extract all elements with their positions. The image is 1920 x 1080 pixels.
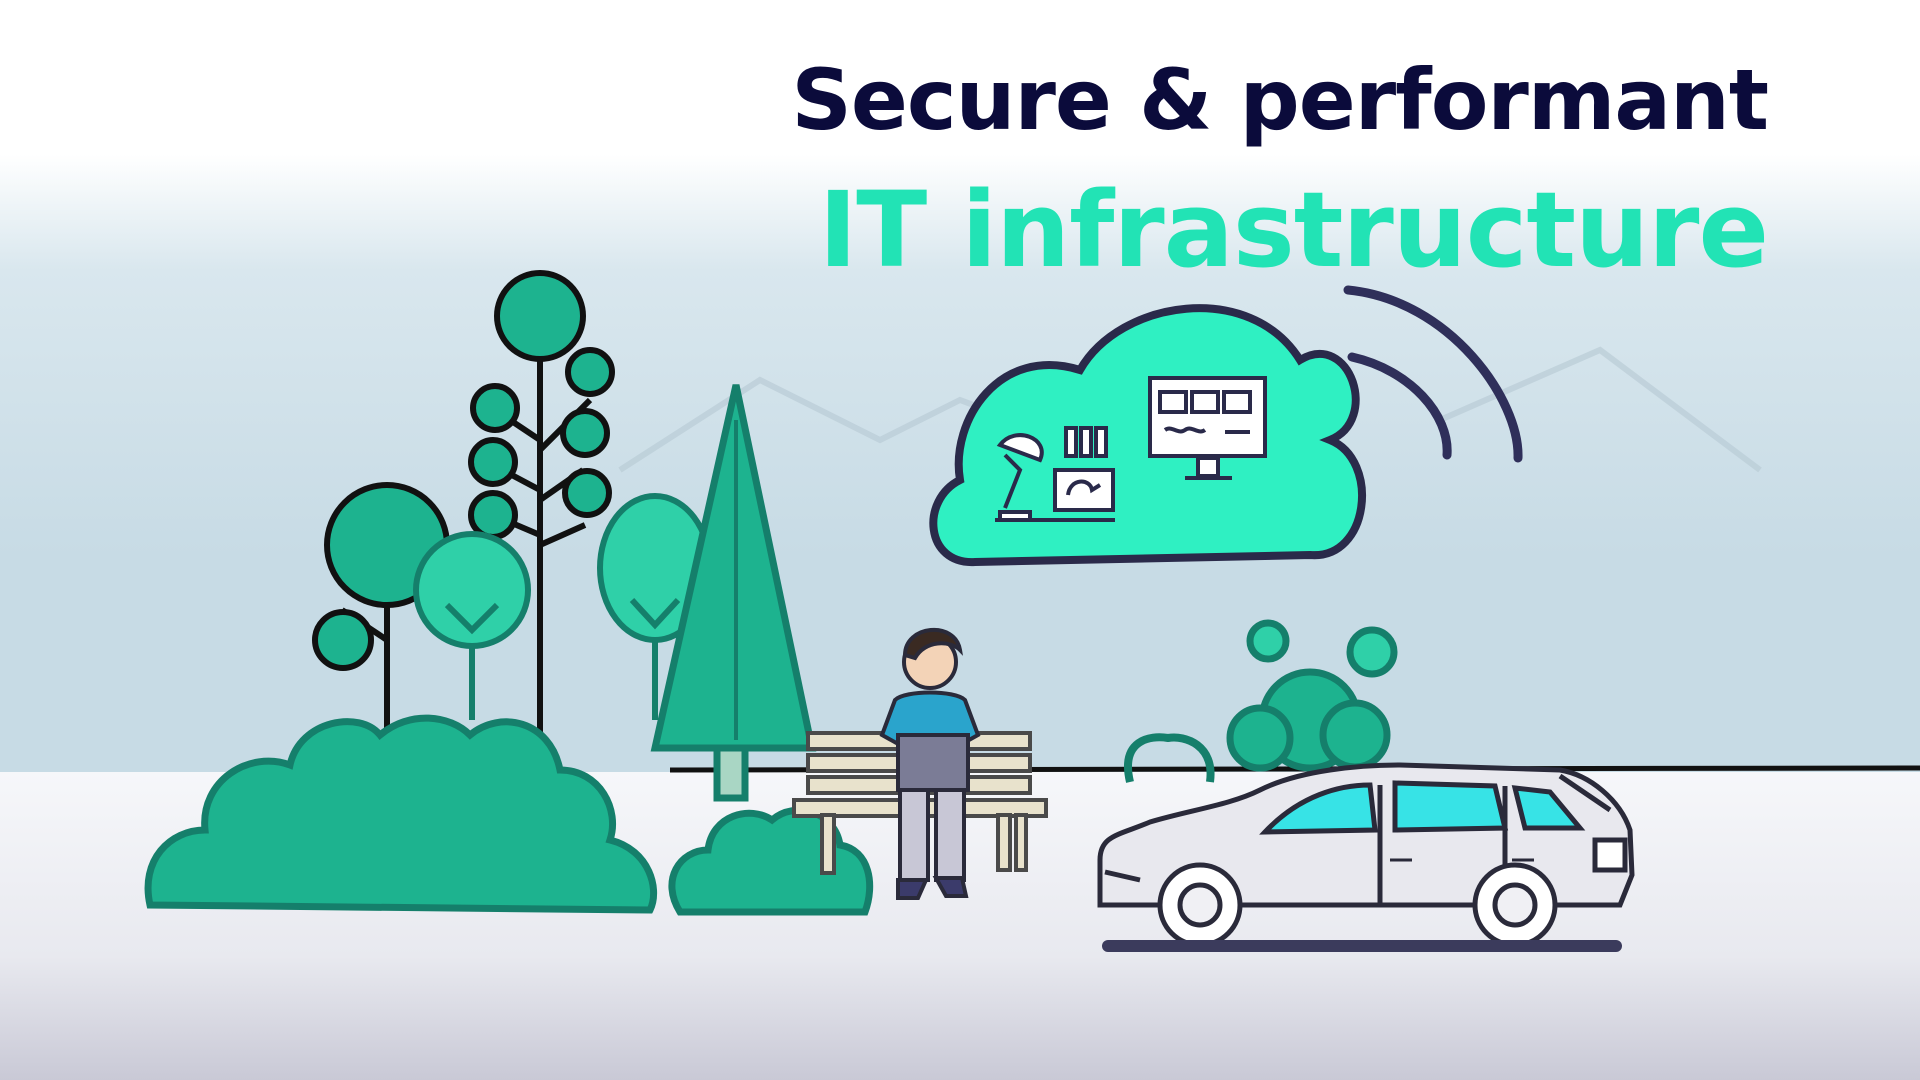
- bush-icon: [1124, 619, 1398, 783]
- tree-icon: [494, 270, 586, 362]
- person-icon: [879, 627, 981, 900]
- cloud-icon: [929, 304, 1366, 567]
- headline-line-1: Secure & performant: [791, 51, 1769, 149]
- monitor-icon: [1053, 426, 1115, 512]
- pine-tree-icon: [650, 384, 817, 802]
- wifi-signal-icon: [1343, 285, 1523, 463]
- headline-line-2: IT infrastructure: [818, 169, 1769, 291]
- desk-lamp-icon: [995, 433, 1115, 522]
- monitor-icon: [1148, 376, 1267, 480]
- bush-icon: [144, 714, 658, 914]
- laptop-icon: [896, 733, 970, 792]
- tree-icon: [413, 493, 713, 720]
- tree-group: [312, 270, 615, 740]
- car-icon: [1097, 762, 1635, 952]
